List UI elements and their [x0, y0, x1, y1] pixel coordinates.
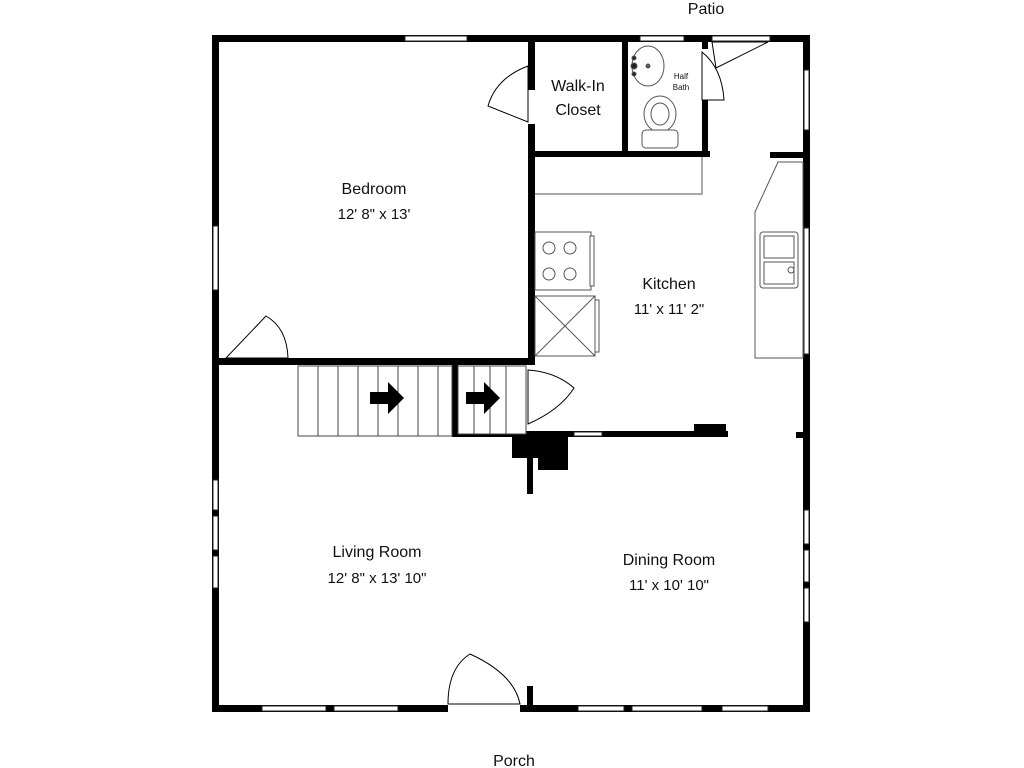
room-name-dining: Dining Room [623, 552, 715, 569]
range [534, 231, 592, 291]
room-dim-kitchen: 11' x 11' 2" [634, 301, 705, 318]
room-name-bedroom: Bedroom [342, 181, 407, 198]
window-top-bath [639, 35, 685, 42]
door-stairs [527, 369, 575, 425]
arrow-right-icon [466, 382, 500, 414]
room-name-kitchen: Kitchen [642, 276, 695, 293]
wall-kitchen-stub [694, 424, 726, 432]
labels: Patio Porch Bedroom 12' 8" x 13' Walk-In… [328, 1, 725, 768]
window-left-living-3 [212, 555, 219, 589]
room-name-bath-line1: Half [674, 72, 689, 81]
door-patio [711, 41, 769, 69]
window-bottom-4 [631, 705, 703, 712]
wall-bath-right [702, 35, 708, 49]
wall-right [803, 35, 810, 712]
window-bottom-3 [577, 705, 625, 712]
window-left-bedroom [212, 225, 219, 291]
room-name-bath-line2: Bath [673, 83, 689, 92]
outside-label-patio: Patio [688, 1, 725, 18]
room-name-closet-line2: Closet [555, 102, 601, 119]
window-left-living-1 [212, 479, 219, 511]
chimney [512, 436, 568, 494]
bath-fixtures [630, 45, 679, 149]
window-top-bedroom [404, 35, 468, 42]
window-bottom-2 [333, 705, 399, 712]
door-front [447, 653, 521, 705]
door-bath [701, 50, 725, 101]
window-right-dining-2 [803, 549, 810, 583]
wall-stair-divider [452, 364, 458, 436]
window-bottom-1 [261, 705, 327, 712]
front-door-gap [448, 704, 520, 713]
arrow-right-icon [370, 382, 404, 414]
room-name-closet-line1: Walk-In [551, 78, 605, 95]
window-top-kitchen [711, 35, 771, 42]
wall-right-stub-mid [796, 432, 810, 438]
window-left-living-2 [212, 515, 219, 551]
outside-label-porch: Porch [493, 753, 535, 768]
doors [224, 41, 769, 705]
wall-top [212, 35, 810, 42]
wall-left [212, 35, 219, 712]
wall-closet-bottom [528, 151, 710, 157]
kitchen-counter-top [535, 157, 703, 195]
bottom-post [527, 686, 533, 712]
room-dim-living: 12' 8" x 13' 10" [328, 570, 427, 587]
room-dim-bedroom: 12' 8" x 13' [338, 206, 411, 223]
stair-arrows [370, 382, 500, 414]
wall-bedroom-kitchen [528, 124, 535, 364]
window-bottom-5 [721, 705, 769, 712]
windows [212, 35, 810, 712]
door-bedroom [224, 315, 289, 359]
window-kitchen-dining [573, 431, 603, 437]
wall-bedroom-bottom [212, 358, 535, 365]
wall-closet-bath [622, 35, 628, 157]
kitchen-fixtures [534, 157, 804, 359]
room-dim-dining: 11' x 10' 10" [629, 577, 709, 594]
window-right-dining-3 [803, 587, 810, 623]
faucet-icon [630, 62, 638, 70]
wall-right-stub-top [770, 152, 810, 158]
window-right-kitchen [803, 227, 810, 355]
window-right-kitchen-top [803, 69, 810, 131]
door-closet [487, 65, 529, 123]
wall-bedroom-closet [528, 35, 535, 90]
window-right-dining-1 [803, 509, 810, 545]
room-name-living: Living Room [333, 544, 422, 561]
wall-bath-right-lower [702, 100, 708, 157]
